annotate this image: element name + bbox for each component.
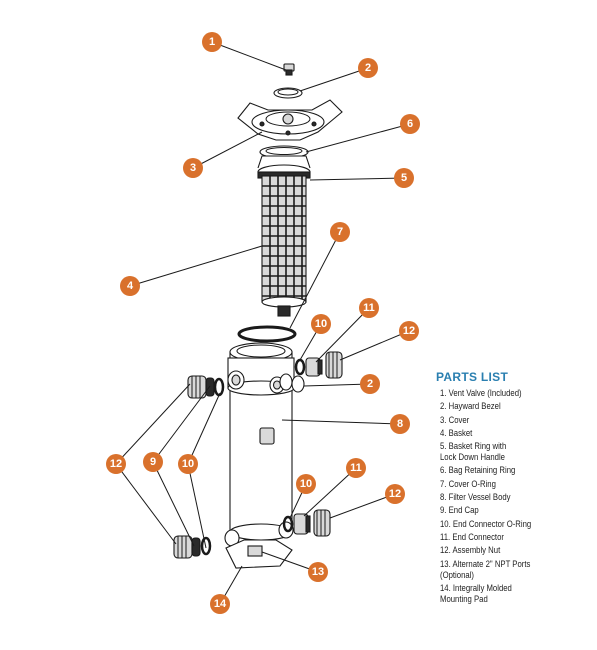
- callout-3: 3: [183, 158, 203, 178]
- callout-number: 14: [214, 598, 227, 610]
- parts-list-items: 1. Vent Valve (Included) 2. Hayward Beze…: [436, 388, 596, 605]
- callout-8: 8: [390, 414, 410, 434]
- parts-list-item: 4. Basket: [440, 427, 473, 438]
- bezel-top-part: [273, 87, 303, 99]
- callout-number: 7: [337, 226, 343, 238]
- callout-4: 4: [120, 276, 140, 296]
- callout-number: 1: [209, 36, 215, 48]
- right-upper-connector-group: [294, 351, 343, 379]
- callout-10-right-upper: 10: [311, 314, 331, 334]
- left-upper-nut-group: [187, 375, 225, 399]
- right-lower-connector-group: [282, 509, 331, 537]
- callout-11-right-upper: 11: [359, 298, 379, 318]
- callout-12-right-lower: 12: [385, 484, 405, 504]
- vessel-body-part: [224, 342, 295, 569]
- callout-number: 11: [350, 462, 362, 474]
- callout-number: 5: [401, 172, 407, 184]
- callout-number: 3: [190, 162, 196, 174]
- callout-number: 13: [312, 566, 324, 578]
- bezel-side-part: [291, 375, 305, 393]
- callout-number: 12: [110, 458, 122, 470]
- callout-number: 10: [300, 478, 312, 490]
- callout-1: 1: [202, 32, 222, 52]
- parts-list-item: 13. Alternate 2" NPT Ports (Optional): [440, 558, 531, 580]
- callout-2-top: 2: [358, 58, 378, 78]
- parts-list-item: 6. Bag Retaining Ring: [440, 465, 516, 476]
- leader-lines: [115, 41, 411, 605]
- callout-12-left: 12: [106, 454, 126, 474]
- callout-13: 13: [308, 562, 328, 582]
- vent-valve-part: [283, 63, 295, 76]
- callout-number: 12: [389, 488, 401, 500]
- parts-list-item: 11. End Connector: [440, 531, 504, 542]
- parts-list-item: 7. Cover O-Ring: [440, 478, 496, 489]
- callout-6: 6: [400, 114, 420, 134]
- callout-number: 10: [182, 458, 194, 470]
- callout-10-left: 10: [178, 454, 198, 474]
- left-lower-nut-group: [173, 535, 212, 559]
- cover-oring-part: [237, 325, 297, 343]
- callout-number: 2: [365, 62, 371, 74]
- callout-12-right-upper: 12: [399, 321, 419, 341]
- callout-number: 6: [407, 118, 413, 130]
- parts-list: PARTS LIST 1. Vent Valve (Included) 2. H…: [436, 370, 596, 607]
- callout-number: 11: [363, 302, 375, 314]
- callout-11-right-lower: 11: [346, 458, 366, 478]
- basket-part: [261, 175, 307, 317]
- parts-list-item: 8. Filter Vessel Body: [440, 492, 511, 503]
- callout-14: 14: [210, 594, 230, 614]
- cover-part: [237, 99, 343, 141]
- callout-9: 9: [143, 452, 163, 472]
- callout-number: 4: [127, 280, 134, 292]
- parts-list-item: 9. End Cap: [440, 505, 479, 516]
- callout-number: 2: [367, 378, 373, 390]
- callout-10-right-lower: 10: [296, 474, 316, 494]
- parts-list-item: 14. Integrally Molded Mounting Pad: [440, 582, 512, 604]
- parts-list-title: PARTS LIST: [436, 370, 509, 384]
- callout-number: 12: [403, 325, 415, 337]
- callout-5: 5: [394, 168, 414, 188]
- parts-list-item: 3. Cover: [440, 414, 470, 425]
- parts-list-item: 5. Basket Ring with Lock Down Handle: [440, 441, 507, 463]
- callout-7: 7: [330, 222, 350, 242]
- parts-list-item: 10. End Connector O-Ring: [440, 518, 532, 529]
- parts-list-item: 1. Vent Valve (Included): [440, 388, 522, 398]
- callout-number: 9: [150, 456, 156, 468]
- callout-2-side: 2: [360, 374, 380, 394]
- callout-number: 8: [397, 418, 403, 430]
- parts-list-item: 2. Hayward Bezel: [440, 401, 501, 412]
- parts-list-item: 12. Assembly Nut: [440, 545, 501, 556]
- callout-number: 10: [315, 318, 327, 330]
